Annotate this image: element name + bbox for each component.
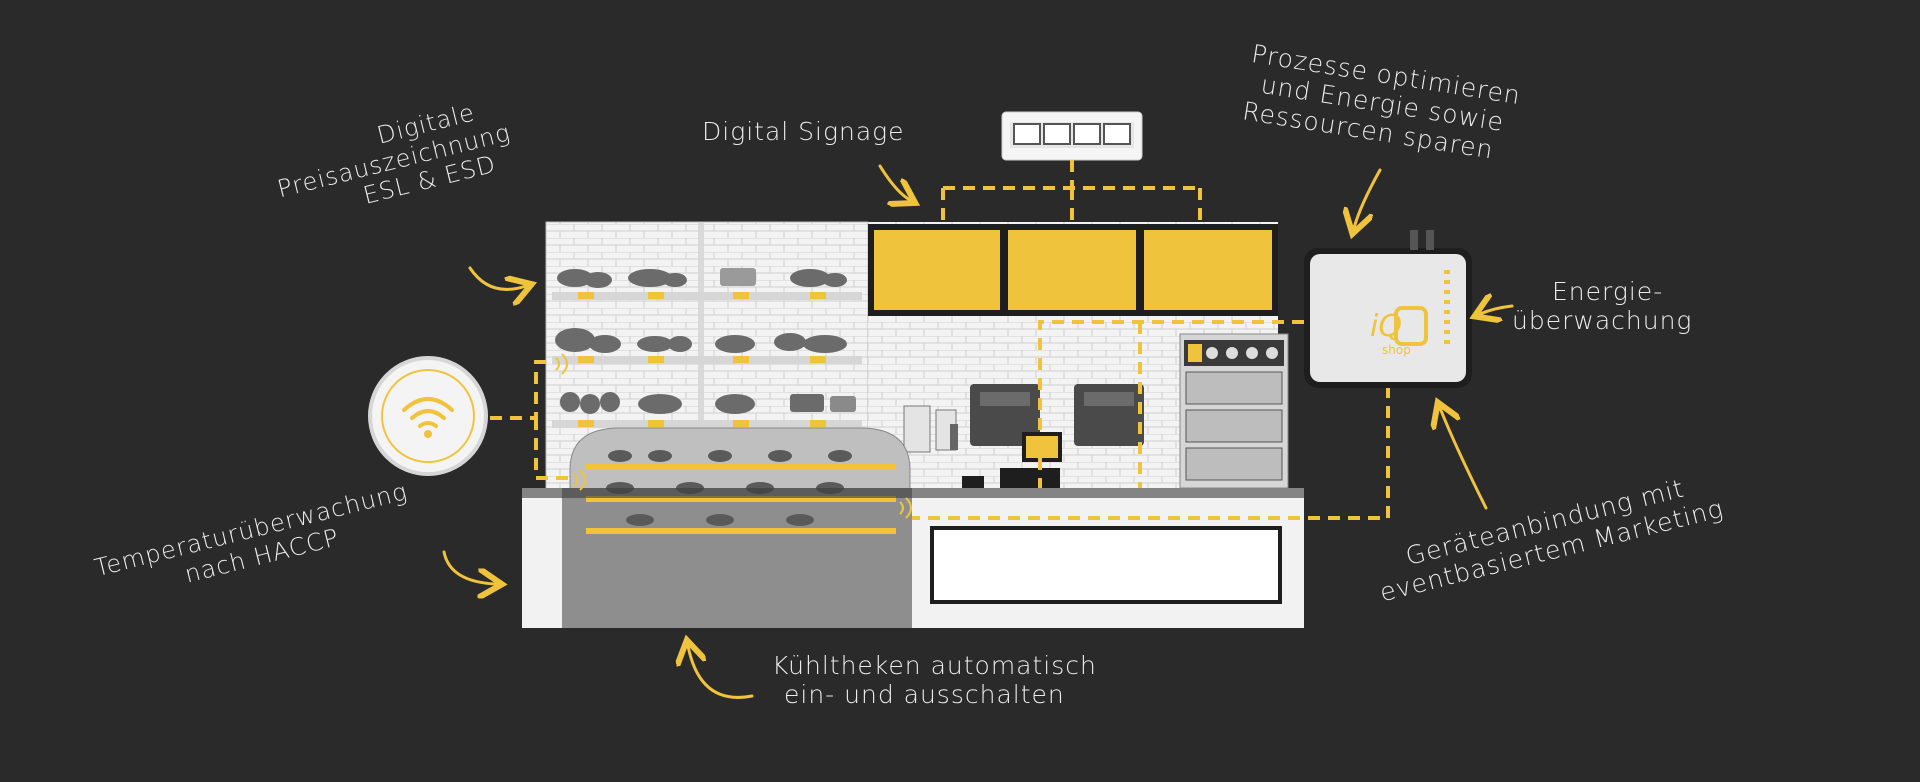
- iq-shop-controller-icon: iQ shop: [1304, 230, 1472, 388]
- arrow-signage: [878, 164, 910, 200]
- digital-signage-screens: [868, 224, 1278, 316]
- counter: [522, 488, 1304, 628]
- arrow-energie: [1480, 306, 1514, 314]
- arrow-temperatur: [442, 550, 496, 584]
- oven: [1179, 333, 1289, 489]
- sensor-lines: [490, 320, 1390, 520]
- wifi-icon: [368, 356, 488, 476]
- wifi-signal-icon: [555, 353, 912, 519]
- network-switch-icon: [1001, 111, 1143, 161]
- controller-logo-text: iQ: [1370, 309, 1402, 344]
- label-kuehltheken: Kühltheken automatisch ein- und ausschal…: [772, 651, 1097, 709]
- arrow-kuehl: [688, 646, 754, 699]
- label-energie: Energie- überwachung: [1512, 277, 1693, 335]
- refrigerated-display-case: [560, 427, 914, 628]
- arrow-esl: [468, 266, 526, 289]
- arrow-prozesse: [1354, 168, 1382, 228]
- label-digital-signage: Digital Signage: [702, 117, 905, 146]
- arrow-geraete: [1440, 408, 1488, 510]
- network-lines: [941, 160, 1202, 224]
- controller-logo-sub: shop: [1382, 343, 1411, 357]
- annotation-arrows: [442, 164, 1514, 699]
